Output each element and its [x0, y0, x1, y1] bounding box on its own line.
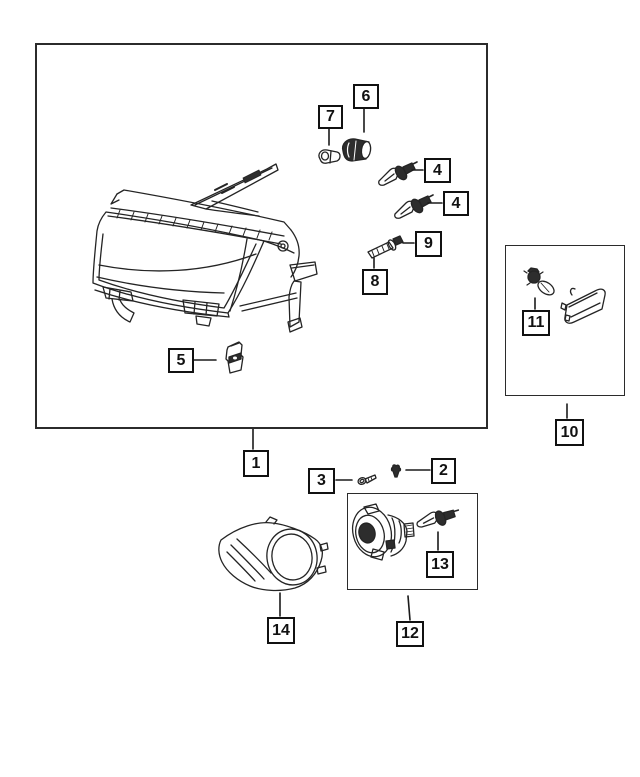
leader-lines	[193, 108, 568, 621]
fog-lamp-drawing	[351, 503, 415, 561]
wedge-bulb-drawing	[318, 149, 341, 164]
side-marker-group-frame	[505, 245, 625, 396]
fog-lamp-bezel-drawing	[218, 516, 329, 592]
headlamp-assembly-drawing	[92, 163, 318, 333]
callout-7[interactable]: 7	[318, 105, 343, 129]
callout-12[interactable]: 12	[396, 621, 424, 647]
side-marker-socket-bulb-drawing	[523, 267, 555, 296]
callout-9[interactable]: 9	[415, 231, 442, 257]
callout-13[interactable]: 13	[426, 551, 454, 578]
callout-11[interactable]: 11	[522, 310, 550, 336]
side-marker-lamp-drawing	[560, 287, 606, 324]
headlamp-bracket-clip-drawing	[225, 341, 244, 374]
callout-10[interactable]: 10	[555, 419, 584, 446]
headlamp-group-frame	[35, 43, 488, 429]
callout-6[interactable]: 6	[353, 84, 379, 109]
bulb-socket-drawing	[341, 138, 372, 162]
callout-4b[interactable]: 4	[443, 191, 469, 216]
callout-1[interactable]: 1	[243, 450, 269, 477]
retainer-clip-drawing	[390, 464, 402, 478]
callout-3[interactable]: 3	[308, 468, 335, 494]
fog-lamp-group-frame	[347, 493, 478, 590]
adjusting-screw-drawing	[367, 235, 404, 259]
callout-5[interactable]: 5	[168, 348, 194, 373]
mounting-screw-drawing	[357, 474, 377, 485]
callout-2[interactable]: 2	[431, 458, 456, 484]
callout-8[interactable]: 8	[362, 269, 388, 295]
callout-14[interactable]: 14	[267, 617, 295, 644]
callout-4a[interactable]: 4	[424, 158, 451, 183]
